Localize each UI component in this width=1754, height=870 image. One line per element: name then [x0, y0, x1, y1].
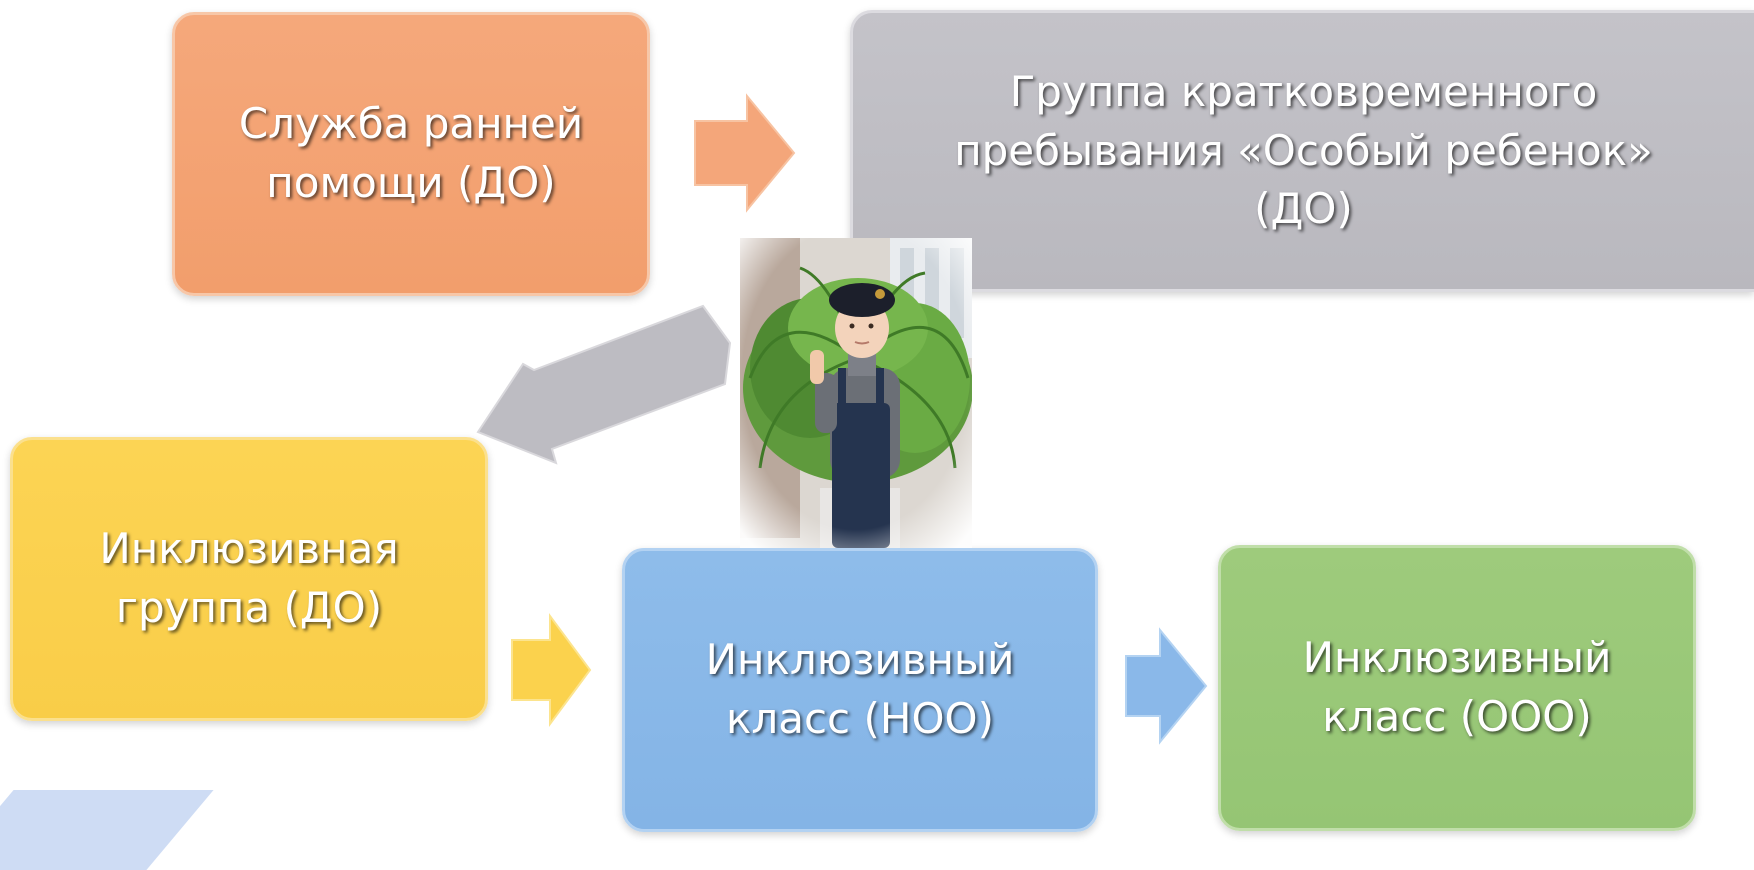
child-photo	[740, 238, 972, 548]
box-inclusive-class-ooo: Инклюзивный класс (ООО)	[1218, 545, 1696, 831]
box-inclusive-class-noo-line2: класс (НОО)	[726, 694, 994, 743]
box-short-stay-line3: (ДО)	[1254, 184, 1353, 234]
decorative-corner-shape	[0, 790, 214, 870]
box-short-stay-line1: Группа кратковременного	[1009, 66, 1598, 116]
box-early-help: Служба ранней помощи (ДО)	[172, 12, 650, 296]
arrow-right-orange	[694, 93, 796, 213]
arrow-right-yellow	[511, 612, 592, 728]
box-early-help-line1: Служба ранней	[238, 99, 584, 149]
box-inclusive-group: Инклюзивная группа (ДО)	[10, 437, 488, 721]
arrow-right-blue	[1125, 627, 1208, 745]
box-early-help-line2: помощи (ДО)	[266, 158, 556, 207]
box-inclusive-class-noo-line1: Инклюзивный	[705, 635, 1015, 685]
box-inclusive-class-noo: Инклюзивный класс (НОО)	[622, 548, 1098, 832]
box-inclusive-group-line2: группа (ДО)	[115, 583, 383, 632]
arrow-down-left-gray	[476, 304, 732, 465]
box-inclusive-class-ooo-line2: класс (ООО)	[1322, 692, 1592, 741]
box-inclusive-group-line1: Инклюзивная	[99, 524, 399, 574]
box-short-stay-group: Группа кратковременного пребывания «Особ…	[850, 10, 1754, 292]
box-short-stay-line2: пребывания «Особый ребенок»	[954, 125, 1653, 175]
box-inclusive-class-ooo-line1: Инклюзивный	[1302, 633, 1612, 683]
